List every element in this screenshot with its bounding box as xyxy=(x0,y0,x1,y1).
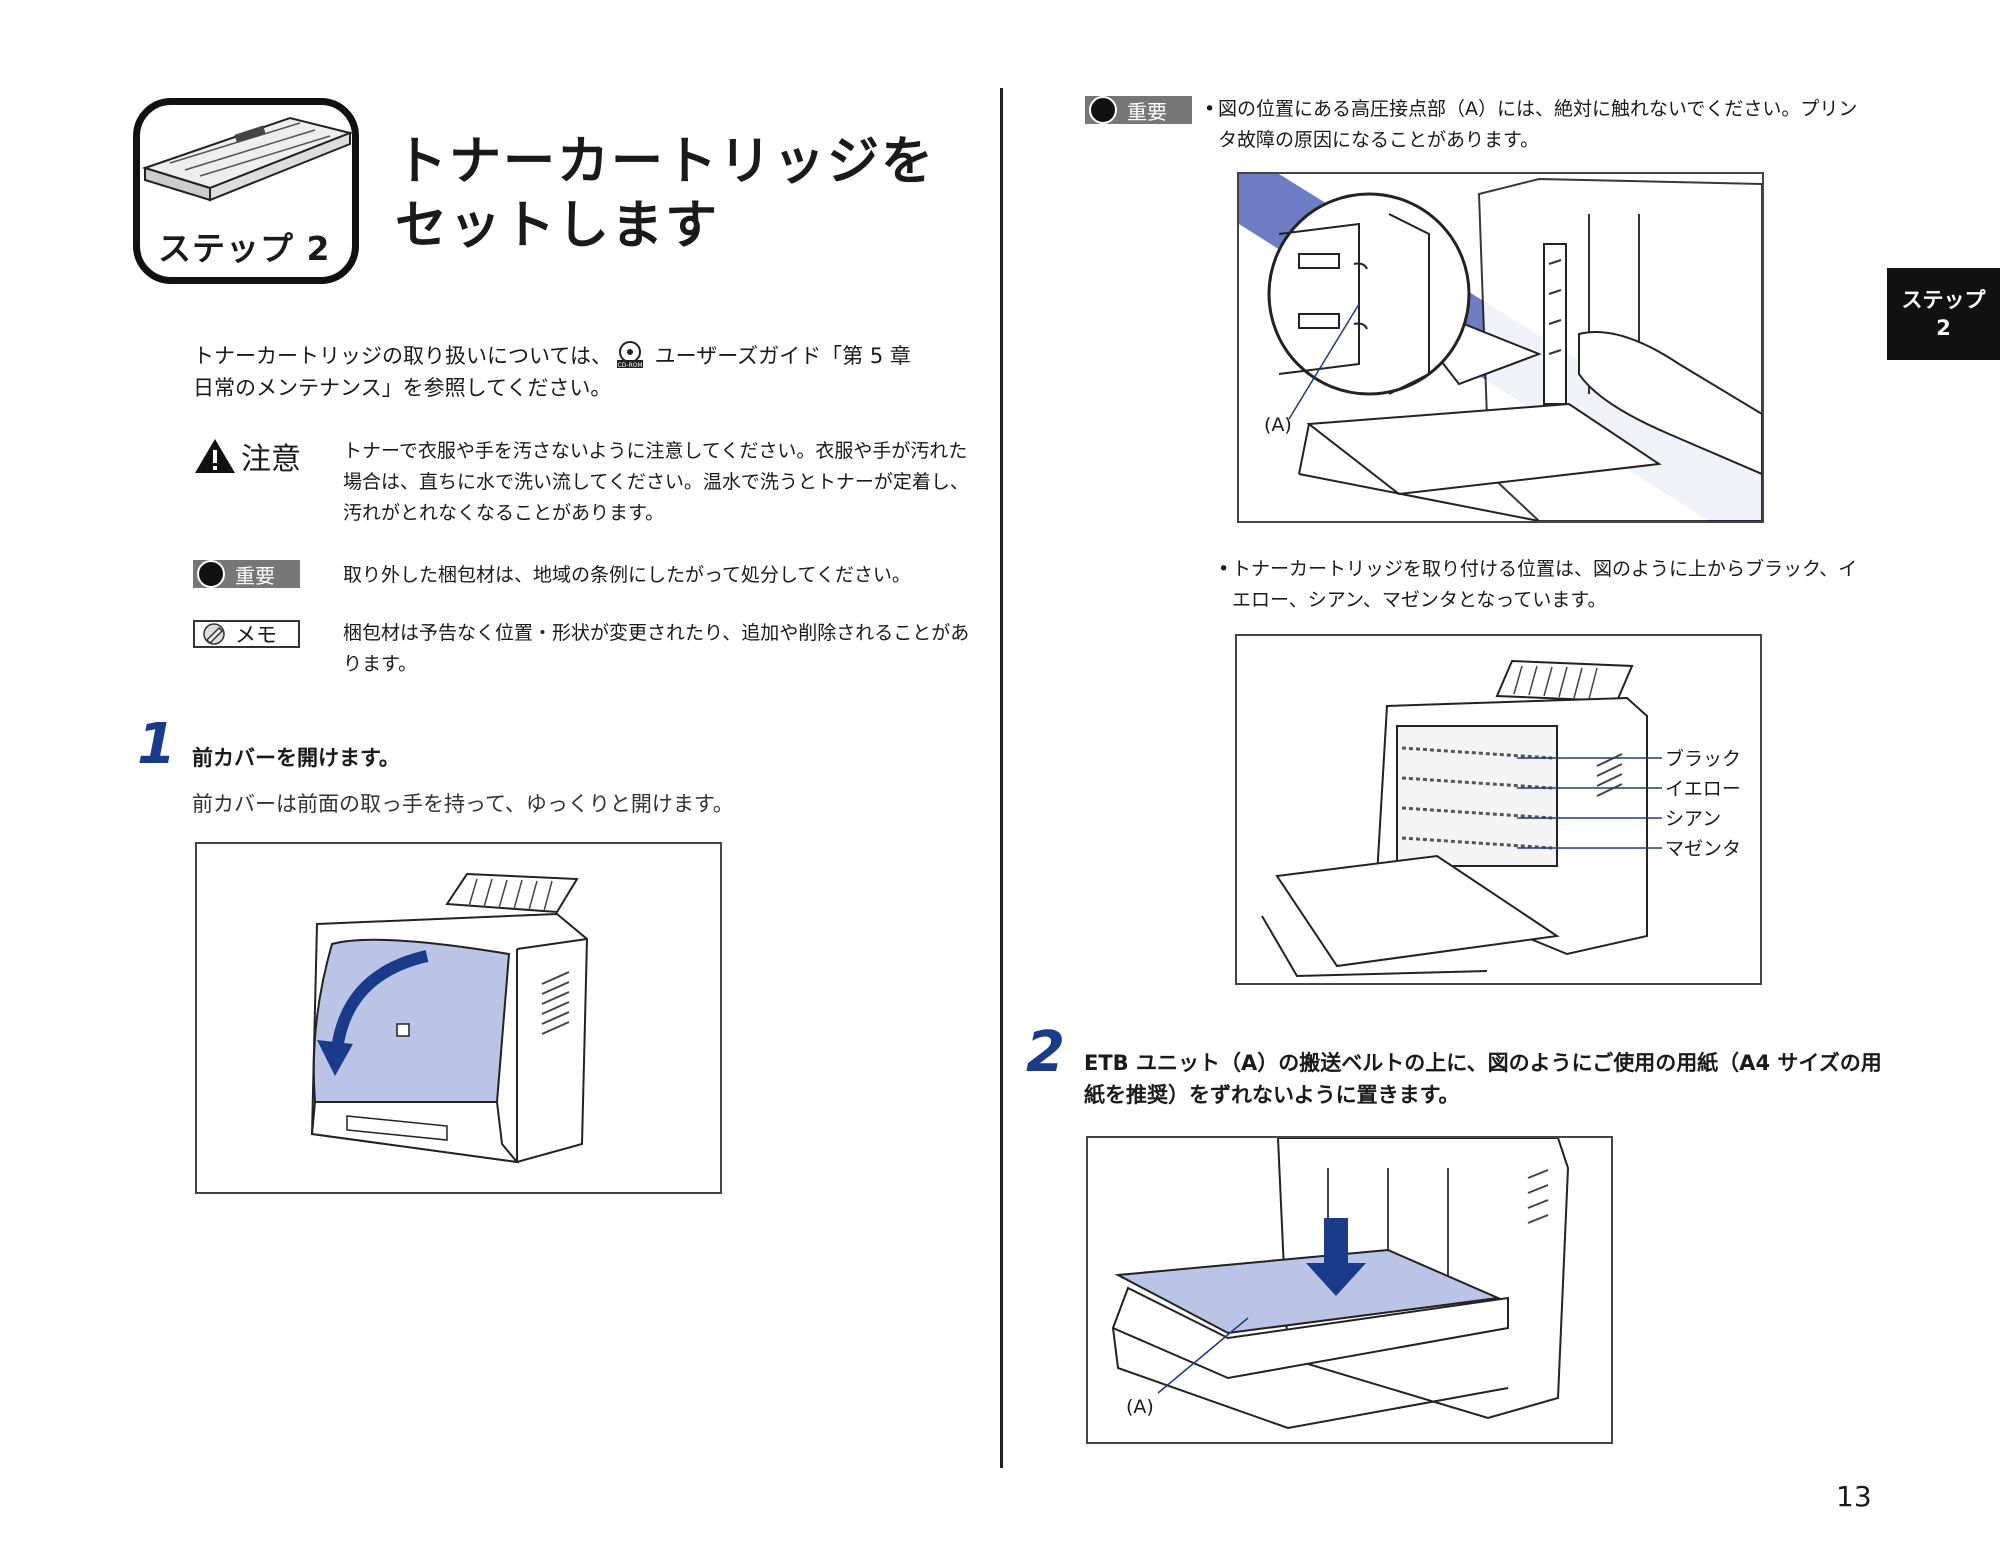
printer-open-cover-illustration xyxy=(310,872,589,1164)
caution-label-text: 注意 xyxy=(241,442,301,477)
place-paper-illustration xyxy=(1111,1137,1570,1430)
color-label-magenta: マゼンタ xyxy=(1665,838,1742,860)
bullet-high-voltage: • 図の位置にある高圧接点部（A）には、絶対に触れないでください。プリンタ故障の… xyxy=(1204,94,1868,156)
color-label-yellow: イエロー xyxy=(1665,778,1741,800)
warning-triangle-icon xyxy=(195,439,235,473)
side-tab-line1: ステップ xyxy=(1901,288,1986,312)
important-badge-right-label: 重要 xyxy=(1127,99,1167,124)
bullet-dot: • xyxy=(1204,98,1216,120)
side-tab-step: ステップ 2 xyxy=(1887,268,2000,360)
high-voltage-contacts-illustration xyxy=(1239,174,1763,522)
cd-rom-icon: CD-ROM xyxy=(616,341,643,369)
color-label-black: ブラック xyxy=(1665,748,1742,770)
important-badge: 重要 xyxy=(193,560,300,588)
intro-text-part2: ユーザーズガイド「第 5 章 xyxy=(647,344,911,368)
fig3-callout-a: (A) xyxy=(1126,1396,1154,1418)
important-badge-right: 重要 xyxy=(1085,96,1192,124)
intro-text-line2: 日常のメンテナンス」を参照してください。 xyxy=(193,376,612,400)
intro-text-part1: トナーカートリッジの取り扱いについては、 xyxy=(193,344,612,368)
step-2-number: 2 xyxy=(1026,1020,1065,1085)
bullet-high-voltage-text: 図の位置にある高圧接点部（A）には、絶対に触れないでください。プリンタ故障の原因… xyxy=(1218,98,1858,151)
important-badge-label: 重要 xyxy=(235,563,275,588)
cartridge-positions-illustration xyxy=(1261,659,1662,978)
figure-high-voltage-contacts xyxy=(1237,172,1764,523)
color-label-cyan: シアン xyxy=(1665,808,1722,830)
toner-cartridge-illustration xyxy=(141,116,354,202)
memo-text: 梱包材は予告なく位置・形状が変更されたり、追加や削除されることがあります。 xyxy=(343,622,970,675)
side-tab-line2: 2 xyxy=(1936,316,1951,340)
page-number: 13 xyxy=(1836,1480,1872,1513)
step-2-heading: ETB ユニット（A）の搬送ベルトの上に、図のようにご使用の用紙（A4 サイズの… xyxy=(1084,1051,1882,1107)
step-1-text: 前カバーは前面の取っ手を持って、ゆっくりと開けます。 xyxy=(192,792,734,816)
caution-text: トナーで衣服や手を汚さないように注意してください。衣服や手が汚れた場合は、直ちに… xyxy=(343,440,969,524)
hand-stop-icon xyxy=(197,560,225,588)
pencil-icon xyxy=(203,623,225,645)
important-text: 取り外した梱包材は、地域の条例にしたがって処分してください。 xyxy=(343,564,911,586)
bullet-cartridge-order: • トナーカートリッジを取り付ける位置は、図のように上からブラック、イエロー、シ… xyxy=(1218,554,1872,616)
intro-paragraph: トナーカートリッジの取り扱いについては、 CD-ROM ユーザーズガイド「第 5… xyxy=(193,340,983,404)
svg-text:CD-ROM: CD-ROM xyxy=(617,362,642,369)
memo-badge-label: メモ xyxy=(235,623,277,647)
figure-open-front-cover xyxy=(195,842,722,1194)
figure-cartridge-positions xyxy=(1235,634,1762,985)
page-title: トナーカートリッジを セットします xyxy=(395,132,936,256)
step-badge-label: ステップ 2 xyxy=(158,229,331,268)
bullet-cartridge-order-text: トナーカートリッジを取り付ける位置は、図のように上からブラック、イエロー、シアン… xyxy=(1232,558,1858,611)
bullet-dot: • xyxy=(1218,558,1230,580)
step-1-number: 1 xyxy=(137,712,176,777)
column-divider xyxy=(1000,88,1003,1468)
step-1-heading: 前カバーを開けます。 xyxy=(192,746,400,770)
figure-place-paper xyxy=(1086,1136,1613,1444)
hand-stop-icon xyxy=(1089,96,1117,124)
memo-badge: メモ xyxy=(193,620,300,648)
caution-label: 注意 xyxy=(193,434,301,478)
fig1-callout-a: (A) xyxy=(1264,414,1292,436)
